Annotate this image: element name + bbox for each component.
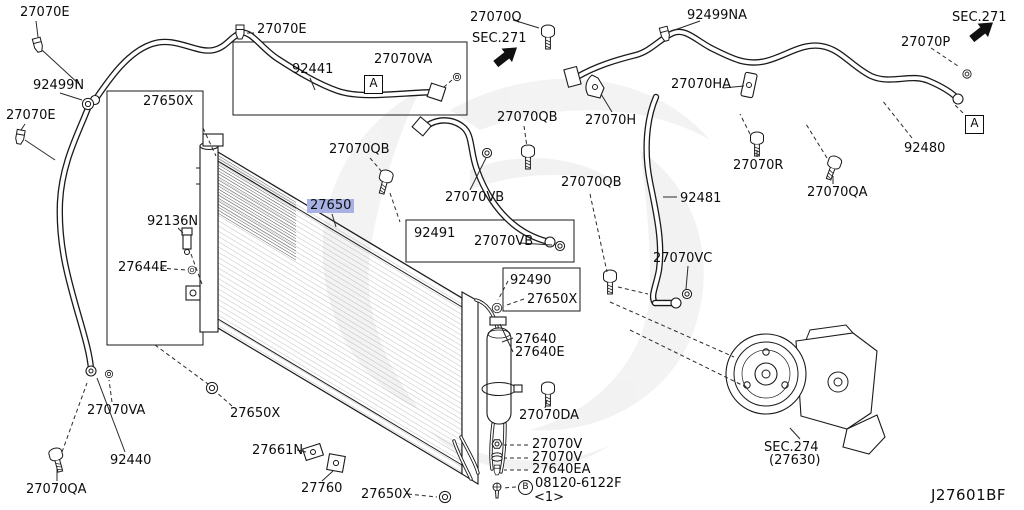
part-label-27070vb-14: 27070VB (445, 190, 505, 205)
part-label-92480-40: 92480 (904, 141, 946, 156)
part-label-27650x-31: 27650X (230, 406, 281, 421)
box-92441-group (232, 41, 468, 116)
part-label-27650-11: 27650 (307, 199, 355, 213)
part-label-27650x-28: 27650X (361, 487, 412, 502)
sec271-arrow-left (493, 47, 518, 68)
part-label-27070p-37: 27070P (901, 35, 951, 50)
part-label-27070qb-17: 27070QB (561, 175, 622, 190)
part-label-92136n-12: 92136N (147, 214, 199, 229)
part-label-27070q-4: 27070Q (470, 10, 522, 25)
ref-marker-a-0: A (364, 75, 383, 94)
part-label-sec274-45: SEC.274 (764, 440, 819, 455)
part-label-27070e-7: 27070E (6, 108, 56, 123)
part-label-27650x-8: 27650X (143, 94, 194, 109)
part-label-92441-2: 92441 (292, 62, 334, 77)
condenser-right-tank (461, 291, 479, 485)
drier-cap-27640e (489, 316, 507, 326)
sec271-arrow-right (969, 22, 994, 43)
part-label-27760-29: 27760 (301, 481, 343, 496)
hose-92481 (643, 93, 682, 309)
part-label-27640e-21: 27640E (515, 345, 565, 360)
part-label-27070v-23: 27070V (532, 437, 583, 452)
part-label-27650x-19: 27650X (527, 292, 578, 307)
part-label-27070va-3: 27070VA (374, 52, 433, 67)
box-92491-group (405, 219, 575, 263)
condenser-top-bracket (202, 133, 224, 147)
pipe-92480 (563, 28, 964, 105)
part-label-27070v-24: 27070V (532, 450, 583, 465)
part-label-27070h-39: 27070H (585, 113, 637, 128)
part-label-92490-18: 92490 (510, 273, 552, 288)
part-label-27070r-41: 27070R (733, 158, 784, 173)
hose-92440 (56, 104, 97, 377)
receiver-drier-27640 (474, 298, 523, 474)
dashed-lines (61, 47, 964, 498)
part-label-sec271-36: SEC.271 (952, 10, 1007, 25)
circled-b-marker: B (518, 480, 533, 495)
part-label-27070qa-42: 27070QA (807, 185, 868, 200)
part-label-27661n-30: 27661N (252, 443, 304, 458)
part-label-92491-15: 92491 (414, 226, 456, 241)
part-label-j27601bf-47: J27601BF (931, 486, 1007, 504)
part-label-sec271-5: SEC.271 (472, 31, 527, 46)
part-27760 (326, 453, 346, 473)
part-label-27644e-13: 27644E (118, 260, 168, 275)
part-label-27070qa-34: 27070QA (26, 482, 87, 497)
part-label-27070ha-38: 27070HA (671, 77, 732, 92)
hose-92491 (411, 116, 556, 248)
part-label-27070vb-16: 27070VB (474, 234, 534, 249)
bracket-27661n (301, 442, 325, 462)
part-label-27070vc-44: 27070VC (653, 251, 713, 266)
part-label-27070e-0: 27070E (20, 5, 70, 20)
part-label-92499n-6: 92499N (33, 78, 85, 93)
part-label-27070va-32: 27070VA (87, 403, 146, 418)
part-label-27640-20: 27640 (515, 332, 557, 347)
condenser-27650 (185, 133, 480, 485)
part-label-92499na-35: 92499NA (687, 8, 747, 23)
bracket-27070h (585, 74, 605, 99)
leader-lines (20, 19, 834, 482)
part-label-27070qb-10: 27070QB (497, 110, 558, 125)
bracket-27070ha (740, 71, 758, 99)
compressor-27630 (725, 324, 886, 455)
part-label-27630-46: (27630) (769, 453, 821, 468)
part-label-1-27: <1> (534, 490, 565, 505)
ref-marker-a-1: A (965, 115, 984, 134)
part-label-27640ea-25: 27640EA (532, 462, 591, 477)
part-label-92440-33: 92440 (110, 453, 152, 468)
condenser-mount-bracket (185, 285, 201, 301)
part-label-27070e-1: 27070E (257, 22, 307, 37)
part-label-27070qb-9: 27070QB (329, 142, 390, 157)
part-label-92481-43: 92481 (680, 191, 722, 206)
part-label-27070da-22: 27070DA (519, 408, 580, 423)
